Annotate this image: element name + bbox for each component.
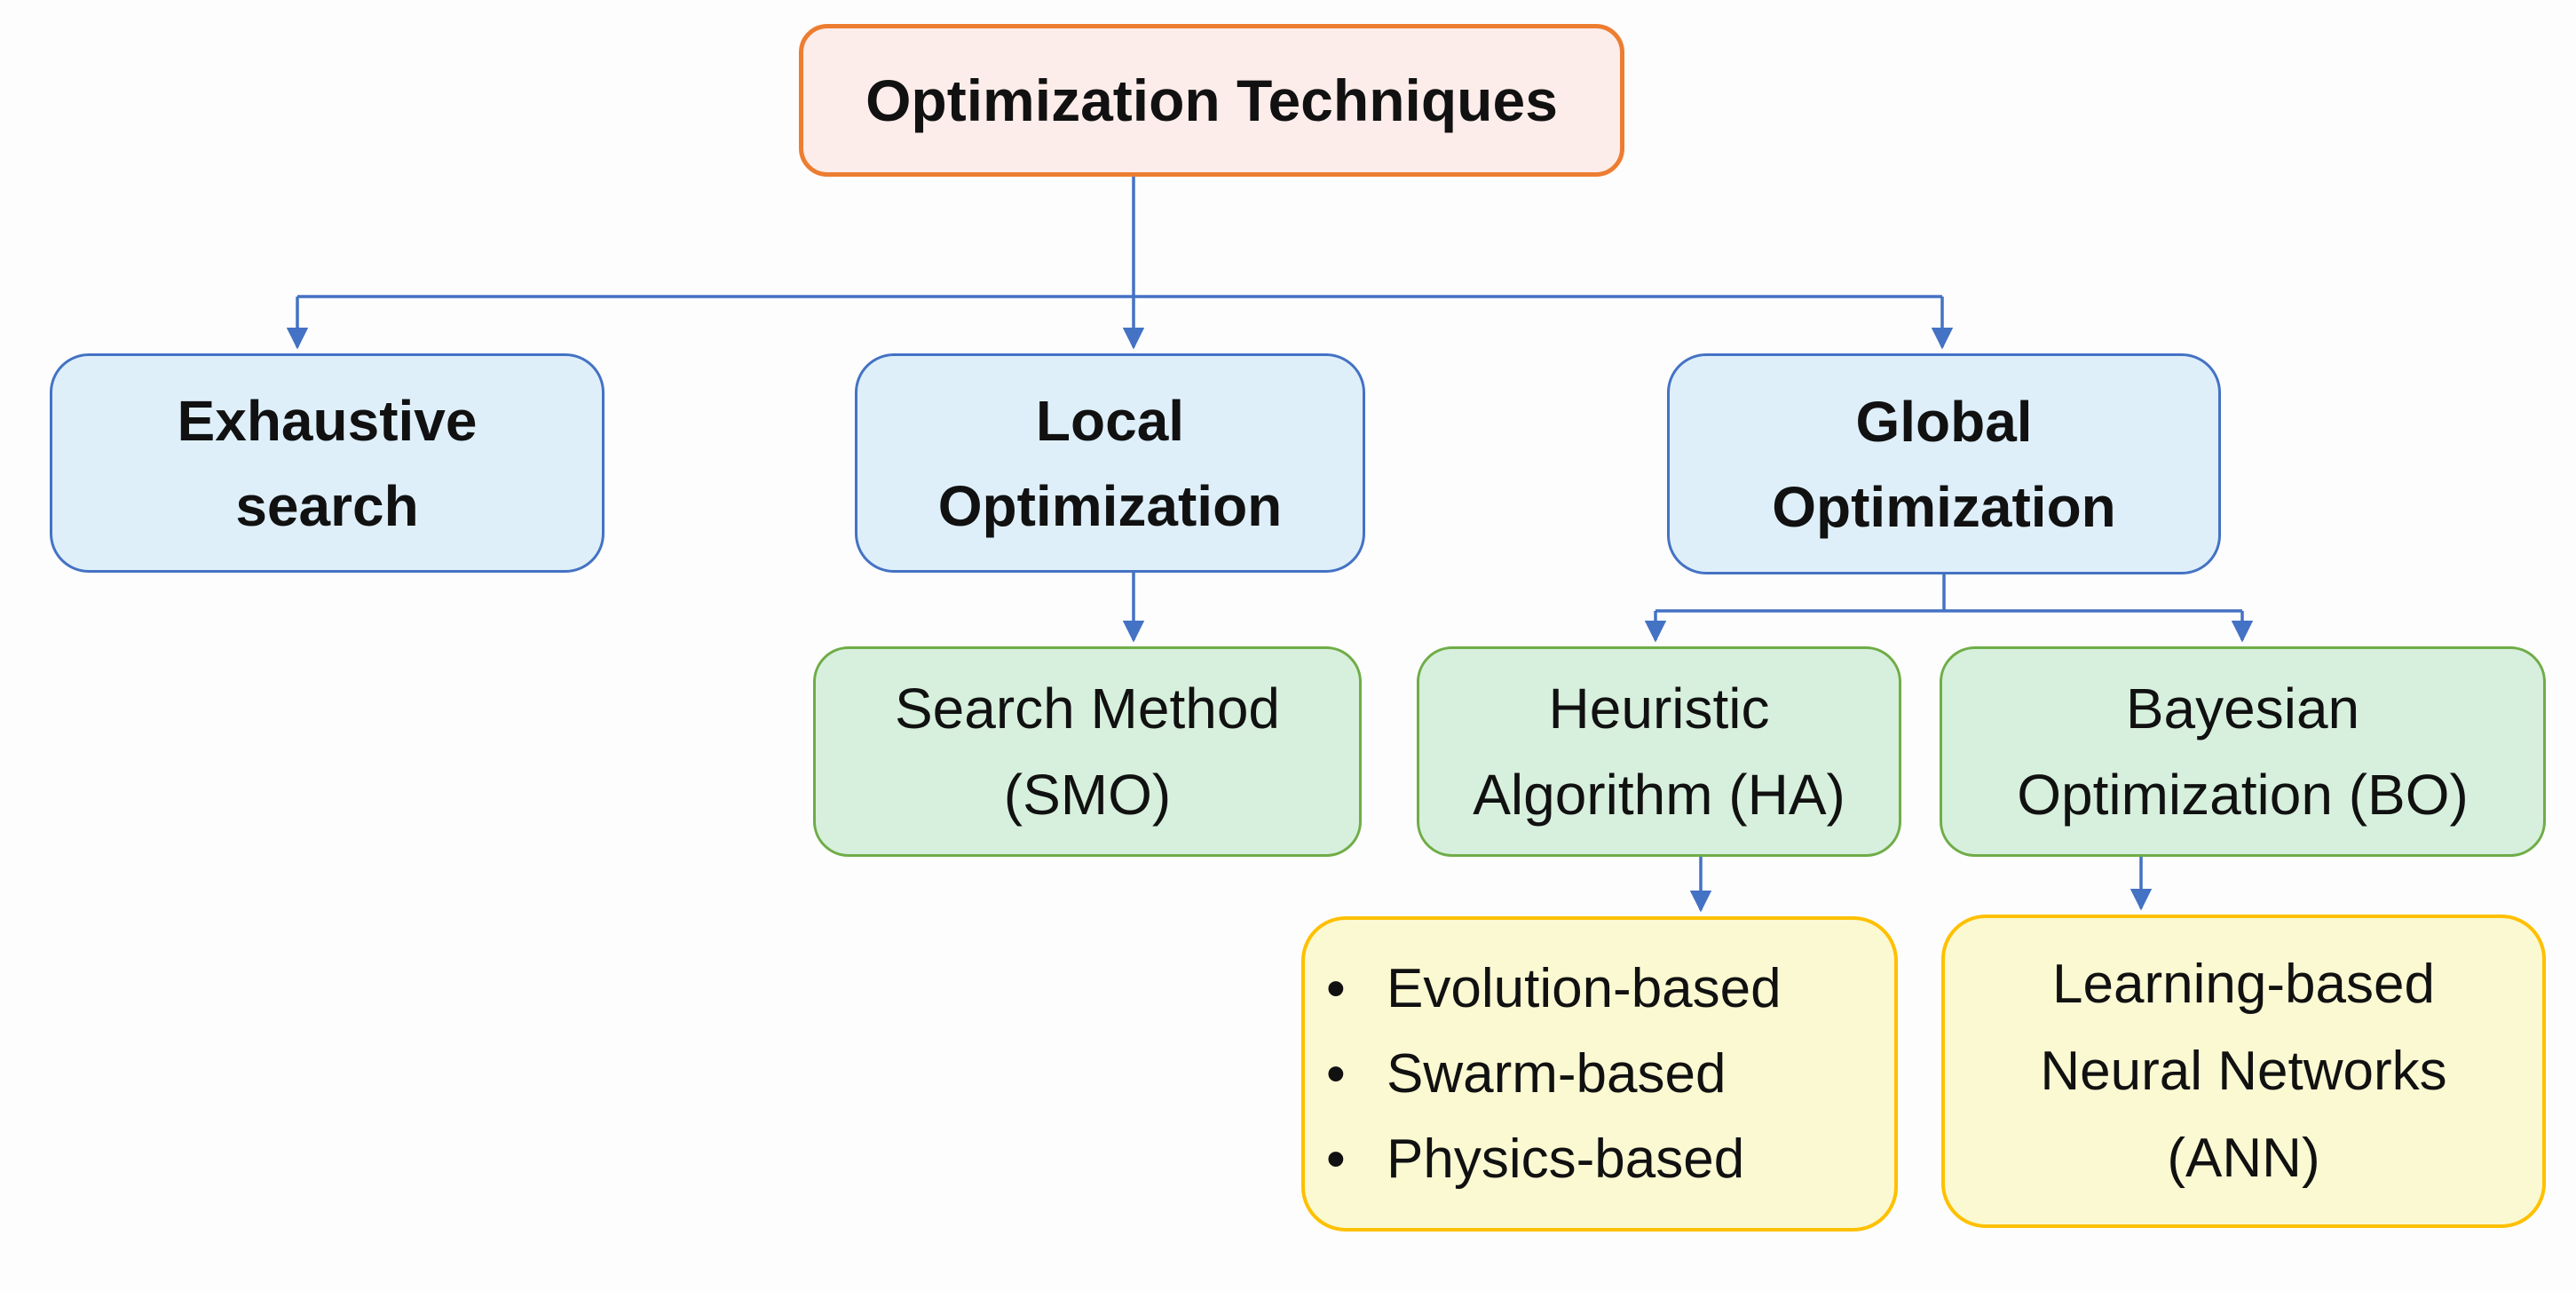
node-heuristic-types-list: Evolution-based Swarm-based Physics-base… [1301, 916, 1898, 1232]
node-heuristic-algorithm-ha-label: Heuristic Algorithm (HA) [1473, 676, 1845, 827]
node-local-optimization-label: Local Optimization [937, 388, 1283, 538]
node-learning-based-ann: Learning-based Neural Networks (ANN) [1941, 915, 2546, 1228]
node-exhaustive-search: Exhaustive search [50, 353, 604, 573]
node-local-optimization: Local Optimization [855, 353, 1365, 573]
node-search-method-smo-label: Search Method (SMO) [894, 676, 1281, 827]
node-learning-based-ann-label: Learning-based Neural Networks (ANN) [2040, 953, 2447, 1189]
node-search-method-smo: Search Method (SMO) [813, 646, 1362, 857]
list-item-physics-based: Physics-based [1305, 1117, 1894, 1202]
heuristic-types-list: Evolution-based Swarm-based Physics-base… [1305, 946, 1894, 1202]
node-exhaustive-search-label: Exhaustive search [177, 388, 478, 538]
node-bayesian-optimization-bo-label: Bayesian Optimization (BO) [2017, 676, 2469, 827]
node-heuristic-algorithm-ha: Heuristic Algorithm (HA) [1417, 646, 1901, 857]
list-item-swarm-based: Swarm-based [1305, 1032, 1894, 1117]
node-optimization-techniques-label: Optimization Techniques [865, 67, 1558, 133]
node-global-optimization-label: Global Optimization [1772, 389, 2116, 539]
node-bayesian-optimization-bo: Bayesian Optimization (BO) [1940, 646, 2546, 857]
node-optimization-techniques: Optimization Techniques [799, 24, 1624, 177]
list-item-evolution-based: Evolution-based [1305, 946, 1894, 1032]
node-global-optimization: Global Optimization [1667, 353, 2221, 574]
